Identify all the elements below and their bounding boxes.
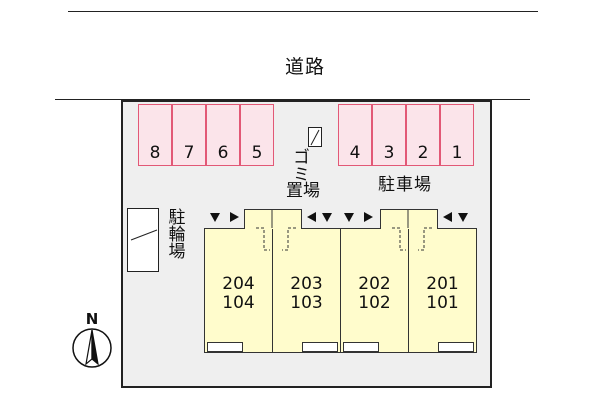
parking-slot: 7 [172,104,206,166]
unit-number-upper: 201 [426,274,459,294]
entrance-porch [244,209,302,229]
unit-number-upper: 202 [358,274,391,294]
compass: N [70,310,114,370]
apartment-unit: 202 102 [340,228,409,353]
entrance-arrow-right [364,212,373,222]
bicycle-parking-label: 駐輪場 [164,208,185,259]
parking-slot-number: 2 [417,143,429,163]
compass-north-label: N [85,310,99,328]
entrance-arrow-down [458,213,468,222]
unit-step [207,342,243,352]
entrance-porch [380,209,438,229]
entrance-arrow-down [344,213,354,222]
unit-number-lower: 103 [290,293,323,313]
entrance-arrow-down [210,213,220,222]
unit-number-lower: 101 [426,293,459,313]
parking-slot: 8 [138,104,172,166]
apartment-unit: 201 101 [408,228,477,353]
unit-step [343,342,379,352]
unit-number-lower: 102 [358,293,391,313]
entrance-arrow-right [230,212,239,222]
parking-slot: 1 [440,104,474,166]
parking-slot: 2 [406,104,440,166]
road-top-line [68,11,538,12]
parking-slot: 3 [372,104,406,166]
parking-slot: 5 [240,104,274,166]
parking-slot: 4 [338,104,372,166]
parking-slot: 6 [206,104,240,166]
road-label: 道路 [284,56,325,78]
entrance-arrow-left [443,212,452,222]
parking-slot-number: 4 [349,143,361,163]
entrance-arrow-left [307,212,316,222]
road-bottom-line [55,99,530,100]
apartment-unit: 204 104 [204,228,273,353]
unit-step [438,342,474,352]
garbage-bin-icon [308,127,322,147]
compass-icon [72,328,112,368]
parking-slot-number: 5 [251,143,263,163]
unit-number-upper: 204 [222,274,255,294]
unit-number-lower: 104 [222,293,255,313]
parking-label: 駐車場 [378,175,432,195]
parking-slot-number: 3 [383,143,395,163]
unit-number-upper: 203 [290,274,323,294]
apartment-unit: 203 103 [272,228,341,353]
parking-slot-number: 7 [183,143,195,163]
entrance-arrow-down [322,213,332,222]
garbage-label: 置場 [286,181,320,201]
bicycle-parking-area [127,208,159,272]
garbage-label-vertical: ゴミ [289,148,309,182]
unit-step [302,342,338,352]
parking-slot-number: 6 [217,143,229,163]
parking-slot-number: 1 [451,143,463,163]
parking-slot-number: 8 [149,143,161,163]
